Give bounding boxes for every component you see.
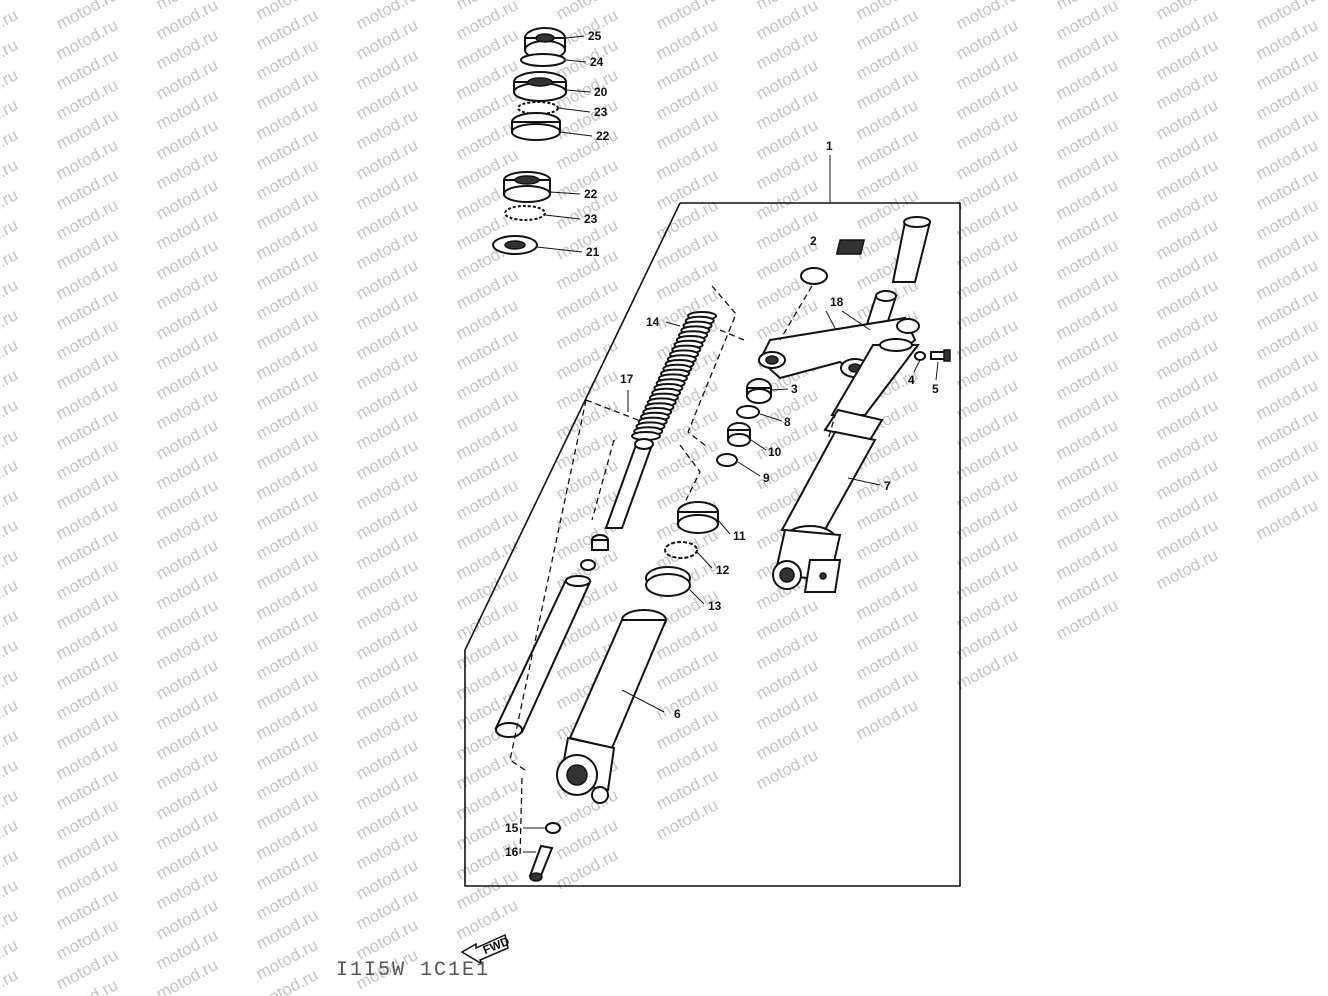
assembly-frame: [464, 202, 961, 887]
inner-tube-part: [494, 575, 592, 738]
callout-23: 23: [594, 105, 608, 119]
callout-20: 20: [594, 85, 608, 99]
cap-part: [800, 267, 828, 285]
callout-22: 22: [596, 129, 610, 143]
callout-8: 8: [784, 415, 791, 429]
washer-part: [520, 53, 566, 67]
callout-12: 12: [716, 563, 730, 577]
callout-4: 4: [908, 373, 915, 387]
small-parts-leaders: [737, 310, 871, 477]
watermark-text: motod.ru: [0, 965, 21, 996]
callout-23b: 23: [584, 212, 598, 226]
callout-3: 3: [791, 382, 798, 396]
callout-11: 11: [733, 529, 746, 543]
callout-13: 13: [708, 599, 722, 613]
callout-labels: 25 24 20 23 22 22 23 21 1 2 18 14 3 4 5 …: [505, 29, 939, 859]
assembly-dashes: [509, 285, 837, 859]
dash-cap: [779, 285, 813, 341]
leader-5: [935, 361, 939, 381]
leader-7: [847, 477, 881, 486]
small-parts-column: [716, 378, 772, 467]
ball-bearing-lower: [504, 205, 546, 221]
bearing-race-lower: [503, 171, 551, 203]
callout-5: 5: [932, 382, 939, 396]
callout-24: 24: [590, 55, 604, 69]
callout-7: 7: [884, 479, 891, 493]
bolt-and-washer: [914, 349, 951, 362]
callout-9: 9: [763, 471, 770, 485]
bearing-race-upper: [511, 112, 561, 141]
callout-15: 15: [505, 821, 519, 835]
callout-25: 25: [588, 29, 602, 43]
damper-rod-part: [580, 438, 654, 571]
outer-tube-left-part: [556, 609, 668, 804]
callout-18: 18: [830, 295, 844, 309]
callout-1: 1: [826, 139, 833, 153]
seal-leaders: [689, 519, 731, 605]
callout-6: 6: [674, 707, 681, 721]
seal-parts: [645, 501, 719, 597]
upper-race-part: [513, 71, 567, 102]
steering-leaders: [536, 35, 593, 253]
drain-bolt-part: [528, 822, 561, 882]
dust-seal-inner: [504, 240, 526, 250]
callout-14: 14: [646, 315, 660, 329]
handlebar-stem-part: [835, 216, 932, 341]
leader-14: [665, 321, 681, 327]
callout-2: 2: [810, 234, 817, 248]
callout-17: 17: [620, 372, 634, 386]
diagram-code: I1I5W 1C1E1: [336, 959, 490, 982]
ring-nut-part: [524, 27, 566, 60]
callout-22b: 22: [584, 187, 598, 201]
leader-6: [621, 689, 665, 713]
outer-tube-right-part: [772, 338, 921, 593]
callout-16: 16: [505, 845, 519, 859]
callout-10: 10: [768, 445, 782, 459]
leader-4: [913, 359, 921, 373]
callout-21: 21: [586, 245, 600, 259]
fork-spring-part: [631, 311, 717, 441]
